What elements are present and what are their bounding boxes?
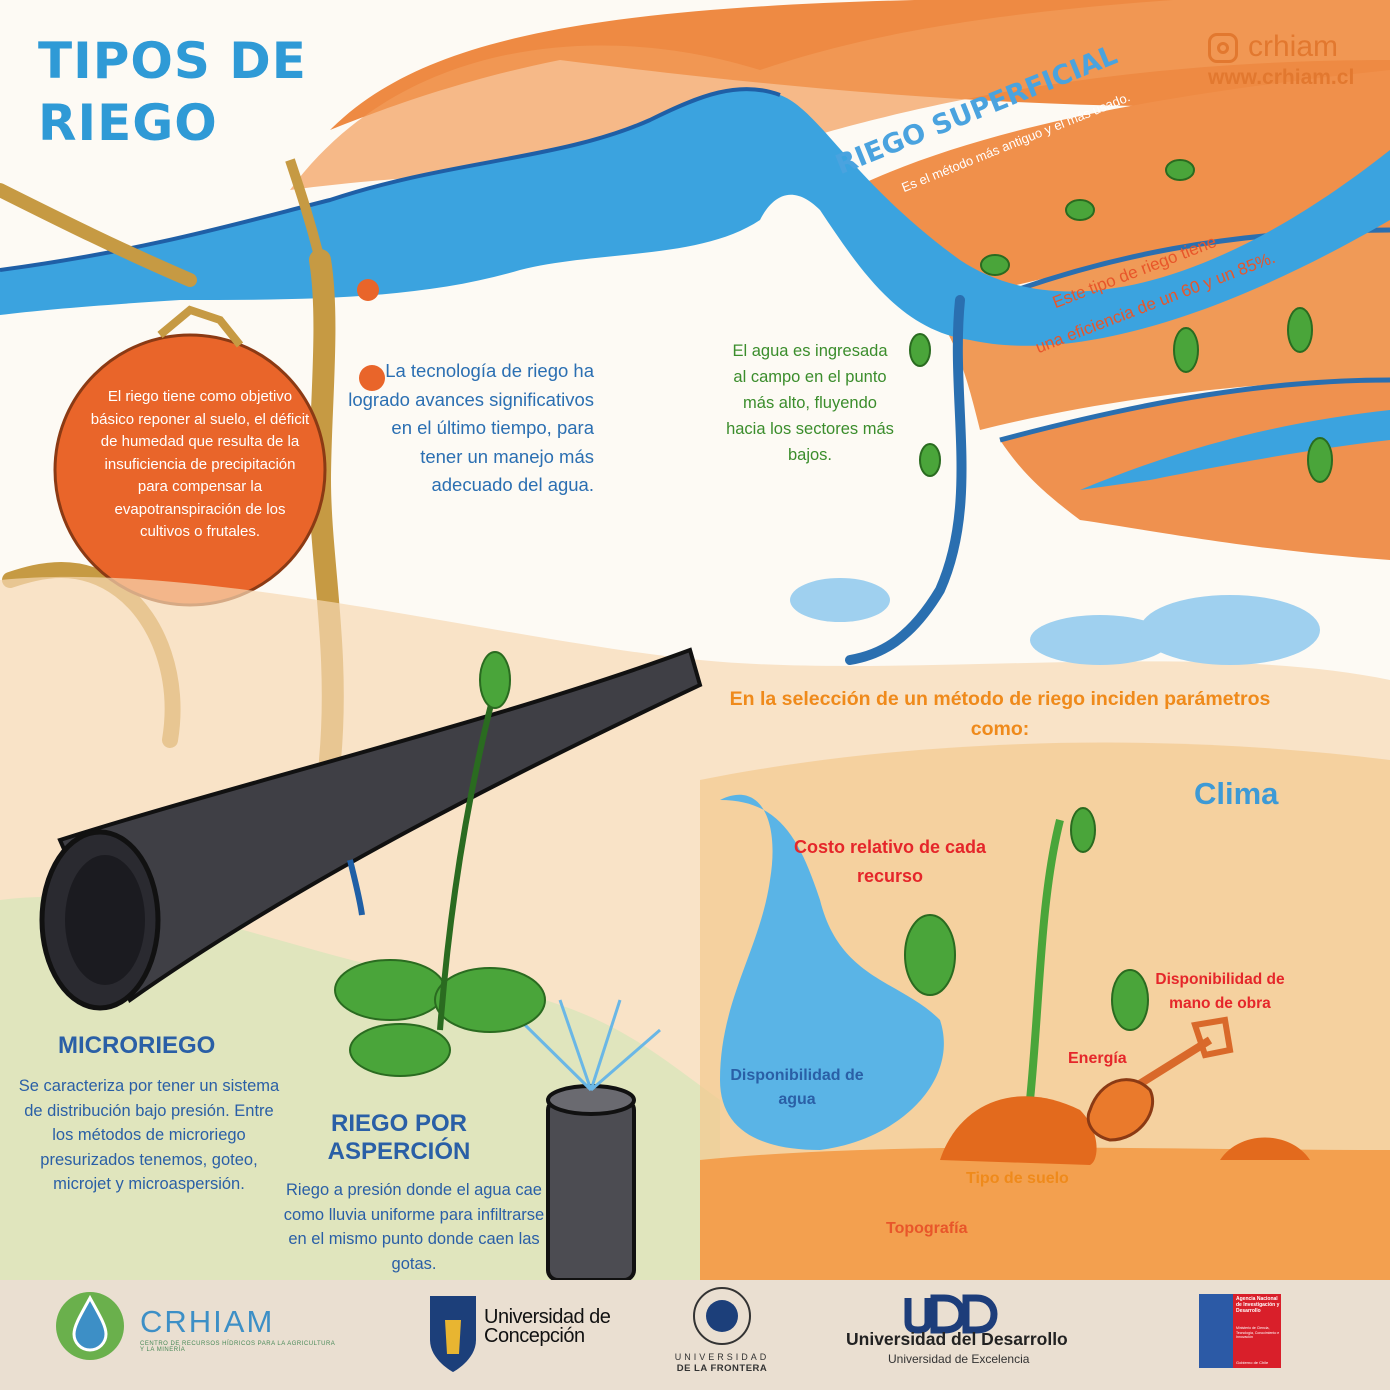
footer-ufro-line2: DE LA FRONTERA — [676, 1363, 768, 1374]
water-channel — [0, 87, 1390, 665]
footer-udd-tagline: Universidad de Excelencia — [888, 1352, 1030, 1366]
udec-shield — [430, 1296, 476, 1372]
brand-handle[interactable]: crhiam — [1248, 30, 1339, 63]
anid-logo: Agencia Nacional de Investigación y Desa… — [1199, 1294, 1281, 1368]
water-pond — [720, 794, 944, 1150]
footer-udd-name: Universidad del Desarrollo — [846, 1329, 1068, 1349]
crhiam-logo — [56, 1292, 124, 1360]
microriego-text: Se caracteriza por tener un sistema de d… — [18, 1077, 280, 1193]
footer-crhiam-tagline: CENTRO DE RECURSOS HÍDRICOS PARA LA AGRI… — [140, 1341, 335, 1353]
soil-mound — [940, 1096, 1097, 1165]
param-suelo: Tipo de suelo — [966, 1170, 1069, 1187]
param-agua: Disponibilidad de agua — [730, 1067, 864, 1108]
intro-orange-text: El riego tiene como objetivo básico repo… — [90, 388, 310, 540]
title-line-1: TIPOS DE — [38, 32, 307, 90]
footer-udec: Universidad de Concepción — [484, 1306, 611, 1347]
anid-ministry: Ministerio de Ciencia, Tecnología, Conoc… — [1236, 1326, 1280, 1339]
soil-mound — [1220, 1137, 1310, 1160]
page-title: TIPOS DE RIEGO — [38, 30, 307, 154]
anid-gov: Gobierno de Chile — [1236, 1360, 1269, 1365]
technology-text: La tecnología de riego ha logrado avance… — [348, 360, 594, 495]
aspersion-title: RIEGO POR ASPERCIÓN — [327, 1110, 471, 1165]
clouds — [790, 578, 1320, 665]
footer-ufro-line1: UNIVERSIDAD — [674, 1352, 770, 1362]
aspersion-text: Riego a presión donde el agua cae como l… — [283, 1181, 545, 1273]
brand-url[interactable]: www.crhiam.cl — [1208, 66, 1355, 89]
water-flow-text: El agua es ingresada al campo en el punt… — [726, 342, 894, 464]
microriego-title: MICRORIEGO — [58, 1032, 216, 1059]
title-line-2: RIEGO — [38, 94, 218, 152]
param-energia: Energía — [1068, 1050, 1127, 1067]
sprinkler — [518, 999, 661, 1282]
plants — [334, 159, 1333, 1101]
param-mano-obra: Disponibilidad de mano de obra — [1155, 971, 1285, 1012]
param-topografia: Topografía — [886, 1220, 968, 1237]
instagram-icon[interactable] — [1208, 33, 1238, 63]
footer-logos — [0, 1280, 1390, 1390]
ufro-seal — [693, 1287, 751, 1345]
param-costo: Costo relativo de cada recurso — [793, 837, 987, 886]
shovel — [1086, 1016, 1234, 1142]
parameters-heading: En la selección de un método de riego in… — [729, 688, 1271, 740]
footer-crhiam-name: CRHIAM — [140, 1304, 275, 1339]
irrigation-pipe — [39, 647, 703, 1011]
anid-name: Agencia Nacional de Investigación y Desa… — [1236, 1296, 1280, 1314]
udd-logo — [904, 1294, 998, 1334]
footer-art — [56, 1287, 998, 1372]
param-clima: Clima — [1194, 776, 1279, 811]
